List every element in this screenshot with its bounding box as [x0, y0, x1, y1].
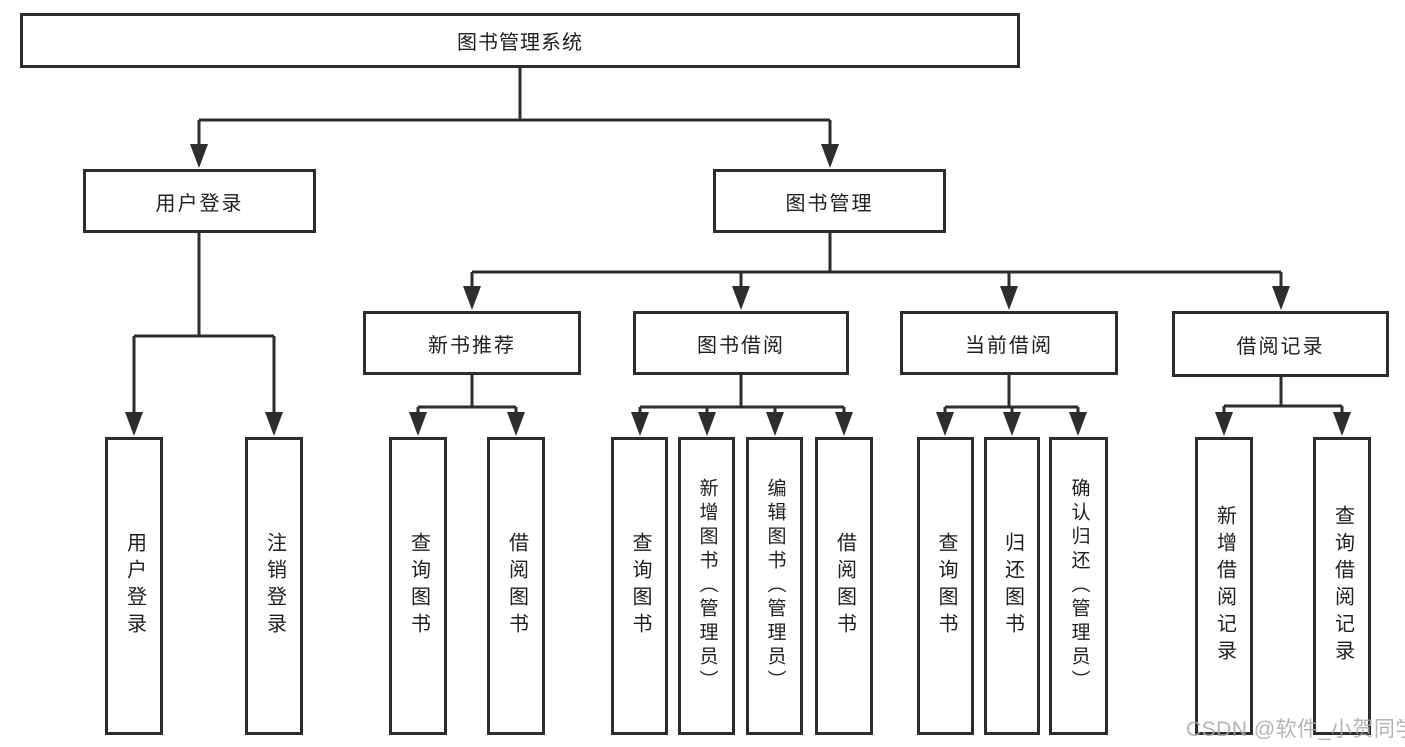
- connector-borrowing-records-branch: [1215, 377, 1351, 436]
- leaf-label: 借阅图书: [833, 532, 856, 640]
- leaf-add-borrow-record: 新增借阅记录: [1195, 437, 1253, 735]
- node-label: 新书推荐: [428, 334, 516, 357]
- node-library-management-system: 图书管理系统: [20, 13, 1020, 68]
- leaf-label: 新增借阅记录: [1213, 505, 1236, 667]
- node-label: 图书借阅: [697, 334, 785, 357]
- arrowhead: [631, 412, 649, 436]
- leaf-label: 查询图书: [629, 532, 651, 640]
- arrowhead: [698, 412, 716, 436]
- node-label: 图书管理系统: [457, 32, 583, 54]
- node-new-book-recommendation: 新书推荐: [363, 311, 581, 375]
- leaf-label: 借阅图书: [505, 532, 528, 640]
- leaf-borrow-books-borrowing: 借阅图书: [815, 437, 873, 735]
- arrowhead: [1215, 412, 1233, 436]
- branch-line: [470, 233, 1283, 292]
- node-label: 用户登录: [155, 192, 244, 215]
- branch-line: [132, 233, 276, 420]
- arrowhead: [821, 144, 839, 168]
- arrowhead: [1069, 412, 1087, 436]
- branch-line: [943, 375, 1080, 418]
- leaf-label: 用户登录: [123, 532, 146, 640]
- arrowhead: [1003, 412, 1021, 436]
- branch-line: [416, 375, 518, 418]
- arrowhead: [1000, 286, 1018, 310]
- arrowhead: [835, 412, 853, 436]
- leaf-edit-books-admin: 编辑图书（管理员）: [746, 437, 803, 735]
- node-borrowing-records: 借阅记录: [1172, 311, 1389, 377]
- arrowhead: [1333, 412, 1351, 436]
- connector-current-borrowing-branch: [936, 375, 1087, 436]
- node-label: 借阅记录: [1236, 335, 1325, 358]
- leaf-label: 查询图书: [935, 532, 957, 640]
- arrowhead: [507, 412, 525, 436]
- node-book-management: 图书管理: [713, 169, 946, 233]
- leaf-confirm-return-admin: 确认归还（管理员）: [1049, 437, 1108, 735]
- branch-line: [197, 68, 832, 150]
- branch-line: [1222, 377, 1344, 418]
- leaf-label: 编辑图书（管理员）: [764, 478, 786, 694]
- arrowhead: [766, 412, 784, 436]
- node-label: 当前借阅: [965, 334, 1053, 357]
- leaf-add-books-admin: 新增图书（管理员）: [678, 437, 735, 735]
- node-label: 图书管理: [785, 192, 874, 215]
- connector-book-borrowing-branch: [631, 375, 853, 436]
- arrowhead: [936, 412, 954, 436]
- connector-new-book-branch: [409, 375, 525, 436]
- leaf-label: 查询借阅记录: [1331, 505, 1354, 667]
- csdn-watermark: CSDN @软件_小贺同学: [1186, 718, 1405, 741]
- branch-line: [638, 375, 846, 418]
- arrowhead: [1272, 286, 1290, 310]
- leaf-logout-login: 注销登录: [245, 437, 303, 735]
- leaf-borrow-books-recommend: 借阅图书: [487, 437, 545, 735]
- arrowhead: [190, 144, 208, 168]
- node-current-borrowing: 当前借阅: [900, 311, 1118, 375]
- leaf-label: 查询图书: [407, 532, 430, 640]
- leaf-label: 归还图书: [1001, 532, 1024, 640]
- arrowhead: [125, 412, 143, 436]
- connector-user-login-branch: [125, 233, 283, 436]
- leaf-query-books-borrowing: 查询图书: [611, 437, 668, 735]
- leaf-label: 新增图书（管理员）: [696, 478, 718, 694]
- leaf-query-books-current: 查询图书: [917, 437, 974, 735]
- arrowhead: [265, 412, 283, 436]
- arrowhead: [463, 286, 481, 310]
- leaf-label: 注销登录: [263, 532, 286, 640]
- arrowhead: [732, 286, 750, 310]
- leaf-query-books-recommend: 查询图书: [389, 437, 447, 735]
- node-user-login: 用户登录: [83, 169, 316, 233]
- leaf-label: 确认归还（管理员）: [1068, 478, 1090, 694]
- leaf-return-books: 归还图书: [984, 437, 1040, 735]
- connector-book-management-branch: [463, 233, 1290, 310]
- leaf-user-login: 用户登录: [105, 437, 163, 735]
- node-book-borrowing: 图书借阅: [633, 311, 849, 375]
- leaf-query-borrow-record: 查询借阅记录: [1313, 437, 1371, 735]
- arrowhead: [409, 412, 427, 436]
- connector-root-branch: [190, 68, 839, 168]
